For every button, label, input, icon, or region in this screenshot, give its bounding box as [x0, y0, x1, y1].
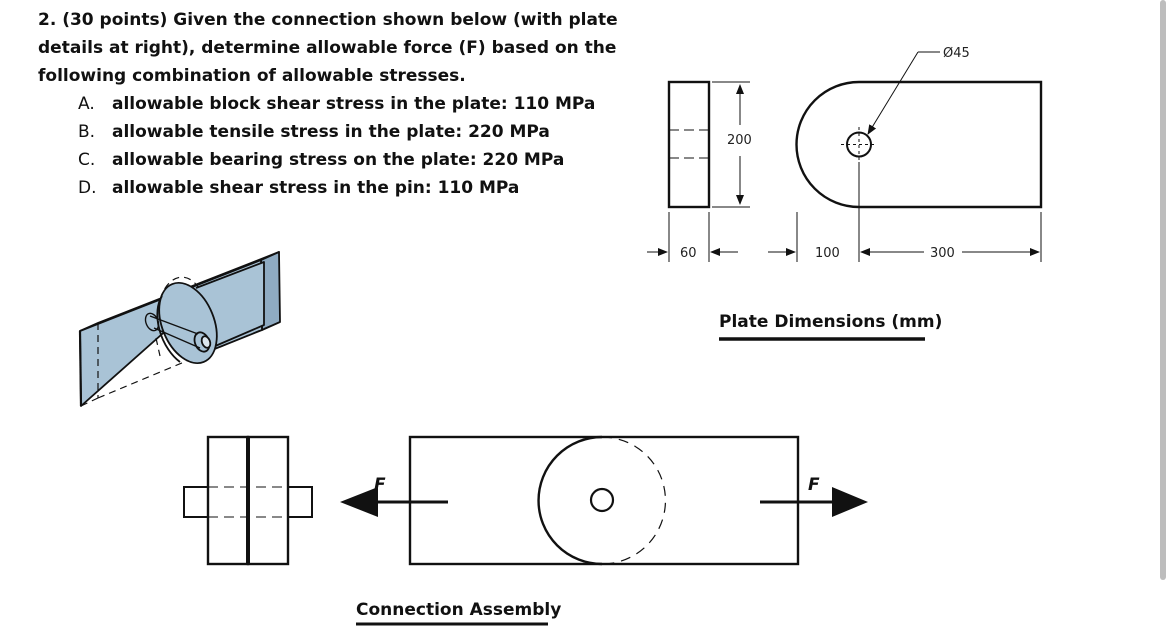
isometric-assembly — [78, 251, 281, 407]
problem-line: following combination of allowable stres… — [38, 66, 466, 86]
option-b: B.allowable tensile stress in the plate:… — [78, 122, 550, 142]
force-label-left: F — [374, 475, 386, 495]
dim-height-label: 200 — [727, 133, 752, 148]
dim-length-label: 300 — [930, 246, 955, 261]
plate-side-view — [647, 80, 750, 262]
dim-hole-diameter-label: Ø45 — [943, 46, 970, 61]
assembly-side-view — [183, 435, 313, 566]
problem-line: details at right), determine allowable f… — [38, 38, 617, 58]
scrollbar[interactable] — [1160, 0, 1166, 580]
force-arrow-right — [760, 480, 868, 526]
problem-statement: 2. (30 points) Given the connection show… — [38, 6, 638, 202]
force-arrow-left — [340, 480, 448, 526]
option-c: C.allowable bearing stress on the plate:… — [78, 150, 565, 170]
stress-options-list: A.allowable block shear stress in the pl… — [38, 90, 638, 202]
dim-hole-offset-label: 100 — [815, 246, 840, 261]
plate-front-view — [768, 51, 1043, 262]
problem-line: 2. (30 points) Given the connection show… — [38, 10, 618, 30]
connection-assembly-caption: Connection Assembly — [356, 600, 561, 620]
dim-thickness-label: 60 — [680, 246, 697, 261]
option-d: D.allowable shear stress in the pin: 110… — [78, 178, 520, 198]
assembly-front-view — [408, 435, 800, 566]
plate-dimensions-caption: Plate Dimensions (mm) — [719, 312, 942, 332]
option-a: A.allowable block shear stress in the pl… — [78, 94, 596, 114]
force-label-right: F — [808, 475, 820, 495]
